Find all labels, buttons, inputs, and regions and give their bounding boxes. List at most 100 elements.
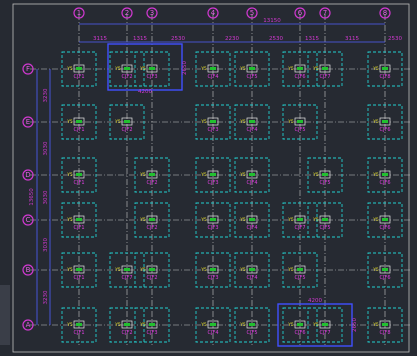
side-toolbar[interactable] bbox=[0, 285, 10, 345]
pile-outline bbox=[207, 265, 219, 274]
pile-cap-outline bbox=[234, 307, 270, 343]
axis-bubble-A[interactable]: A bbox=[22, 319, 34, 331]
pile-icon bbox=[76, 323, 82, 326]
axis-bubble-4[interactable]: 4 bbox=[207, 7, 219, 19]
axis-bubble-3[interactable]: 3 bbox=[146, 7, 158, 19]
pile-cap-outline bbox=[282, 307, 318, 343]
axis-bubble-2[interactable]: 2 bbox=[121, 7, 133, 19]
dimension-left: 3030 bbox=[43, 141, 49, 155]
pile-cap-outline bbox=[61, 307, 97, 343]
axis-bubble-E[interactable]: E bbox=[22, 116, 34, 128]
axis-bubble-8[interactable]: 8 bbox=[379, 7, 391, 19]
pile-icon bbox=[249, 268, 255, 271]
pile-outline bbox=[379, 64, 391, 73]
pile-outline bbox=[294, 320, 306, 329]
pile-cap-outline bbox=[195, 51, 231, 87]
pile-cap-outline bbox=[195, 104, 231, 140]
axis-label: C bbox=[26, 216, 31, 224]
pile-icon bbox=[124, 323, 130, 326]
pile-icon bbox=[297, 218, 303, 221]
axis-bubble-C[interactable]: C bbox=[22, 214, 34, 226]
pile-cap-outline bbox=[61, 157, 97, 193]
pile-type-label: Y5 bbox=[200, 322, 207, 328]
pile-type-label: Y5 bbox=[312, 217, 319, 223]
dimension-top: 2530 bbox=[388, 36, 402, 42]
pile-cap-label: CJF3 bbox=[207, 275, 218, 281]
dimension-left: 3030 bbox=[43, 238, 49, 252]
pile-icon bbox=[249, 173, 255, 176]
pile-cap-outline bbox=[61, 252, 97, 288]
axis-bubble-5[interactable]: 5 bbox=[246, 7, 258, 19]
pile-icon bbox=[210, 323, 216, 326]
axis-bubble-1[interactable]: 1 bbox=[73, 7, 85, 19]
pile-icon bbox=[297, 120, 303, 123]
axis-label: 2 bbox=[125, 9, 129, 17]
pile-cap-label: CJF2 bbox=[146, 275, 157, 281]
pile-cap-label: CJF4 bbox=[246, 275, 257, 281]
pile-cap-label: CJF1 bbox=[73, 127, 84, 133]
pile-icon bbox=[124, 120, 130, 123]
axis-bubble-7[interactable]: 7 bbox=[319, 7, 331, 19]
pile-icon bbox=[76, 218, 82, 221]
pile-cap-label: CJF1 bbox=[73, 180, 84, 186]
dimension-top: 3115 bbox=[93, 36, 107, 42]
axis-bubble-D[interactable]: D bbox=[22, 169, 34, 181]
pile-cap-outline bbox=[367, 202, 403, 238]
pile-type-label: Y5 bbox=[200, 172, 207, 178]
axis-label: D bbox=[25, 171, 30, 179]
axis-bubble-6[interactable]: 6 bbox=[294, 7, 306, 19]
axis-label: 8 bbox=[383, 9, 387, 17]
dimension-left: 3030 bbox=[43, 190, 49, 204]
axis-bubble-B[interactable]: B bbox=[22, 264, 34, 276]
pile-icon bbox=[297, 268, 303, 271]
axis-bubble-F[interactable]: F bbox=[22, 63, 34, 75]
pile-type-label: Y5 bbox=[200, 119, 207, 125]
pile-icon bbox=[149, 218, 155, 221]
pile-cap-outline bbox=[234, 202, 270, 238]
pile-type-label: Y5 bbox=[239, 172, 246, 178]
